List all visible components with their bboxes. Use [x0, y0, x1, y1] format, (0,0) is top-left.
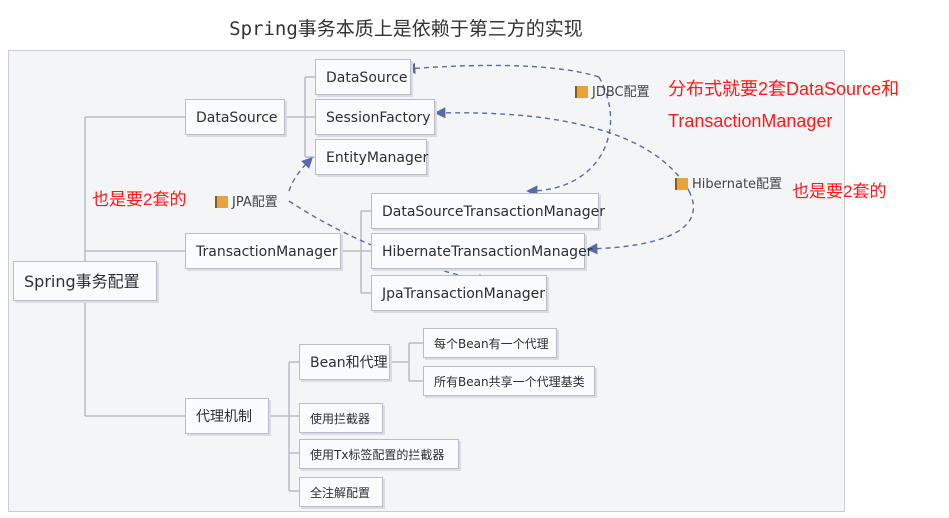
node-bean-each: 每个Bean有一个代理	[423, 328, 557, 358]
tag-hibernate-config: Hibernate配置	[675, 173, 782, 192]
node-interceptor: 使用拦截器	[299, 403, 383, 433]
diagram-canvas: Spring事务配置 DataSource DataSource Session…	[8, 50, 845, 512]
jdbc-dashed-arrow-top	[404, 62, 600, 78]
tag-hibernate-label: Hibernate配置	[692, 177, 783, 192]
node-spring-tx-config: Spring事务配置	[13, 261, 157, 301]
node-tm-jpa: JpaTransactionManager	[371, 275, 547, 311]
node-proxy-mechanism: 代理机制	[185, 398, 269, 434]
node-bean-shared: 所有Bean共享一个代理基类	[423, 366, 595, 396]
note-also-two-right: 也是要2套的	[792, 182, 887, 201]
note-also-two-left: 也是要2套的	[92, 190, 187, 209]
jdbc-dashed-arrow	[526, 76, 612, 197]
connector-ds-children	[285, 76, 315, 158]
hibernate-dashed-arrow	[586, 190, 695, 255]
connector-tm-children	[341, 210, 371, 294]
tag-jpa-label: JPA配置	[232, 195, 278, 210]
note-distributed-line2: TransactionManager	[668, 111, 833, 131]
node-datasource: DataSource	[185, 99, 285, 135]
flag-icon	[575, 86, 588, 98]
connector-proxy-children	[269, 361, 299, 492]
jpa-dashed-arrow-top	[288, 157, 313, 192]
flag-icon	[215, 196, 228, 208]
node-ds-datasource: DataSource	[315, 59, 411, 95]
hibernate-dashed-arrow-top	[434, 107, 690, 192]
node-transactionmanager: TransactionManager	[185, 233, 341, 269]
node-annotation: 全注解配置	[299, 477, 383, 507]
node-ds-sessionfactory: SessionFactory	[315, 99, 435, 135]
connector-layer	[84, 62, 695, 492]
page-title: Spring事务本质上是依赖于第三方的实现	[229, 18, 583, 40]
node-ds-entitymanager: EntityManager	[315, 139, 428, 175]
connector-bean-children	[390, 342, 423, 382]
tag-jdbc-label: JDBC配置	[592, 85, 650, 100]
node-tx-interceptor: 使用Tx标签配置的拦截器	[299, 439, 459, 469]
tag-jdbc-config: JDBC配置	[575, 81, 650, 100]
node-tm-datasource: DataSourceTransactionManager	[371, 193, 605, 229]
flag-icon	[675, 178, 688, 190]
node-bean-proxy: Bean和代理	[299, 344, 390, 380]
note-distributed-line1: 分布式就要2套DataSource和	[668, 79, 900, 99]
node-tm-hibernate: HibernateTransactionManager	[371, 233, 592, 269]
tag-jpa-config: JPA配置	[215, 191, 278, 210]
